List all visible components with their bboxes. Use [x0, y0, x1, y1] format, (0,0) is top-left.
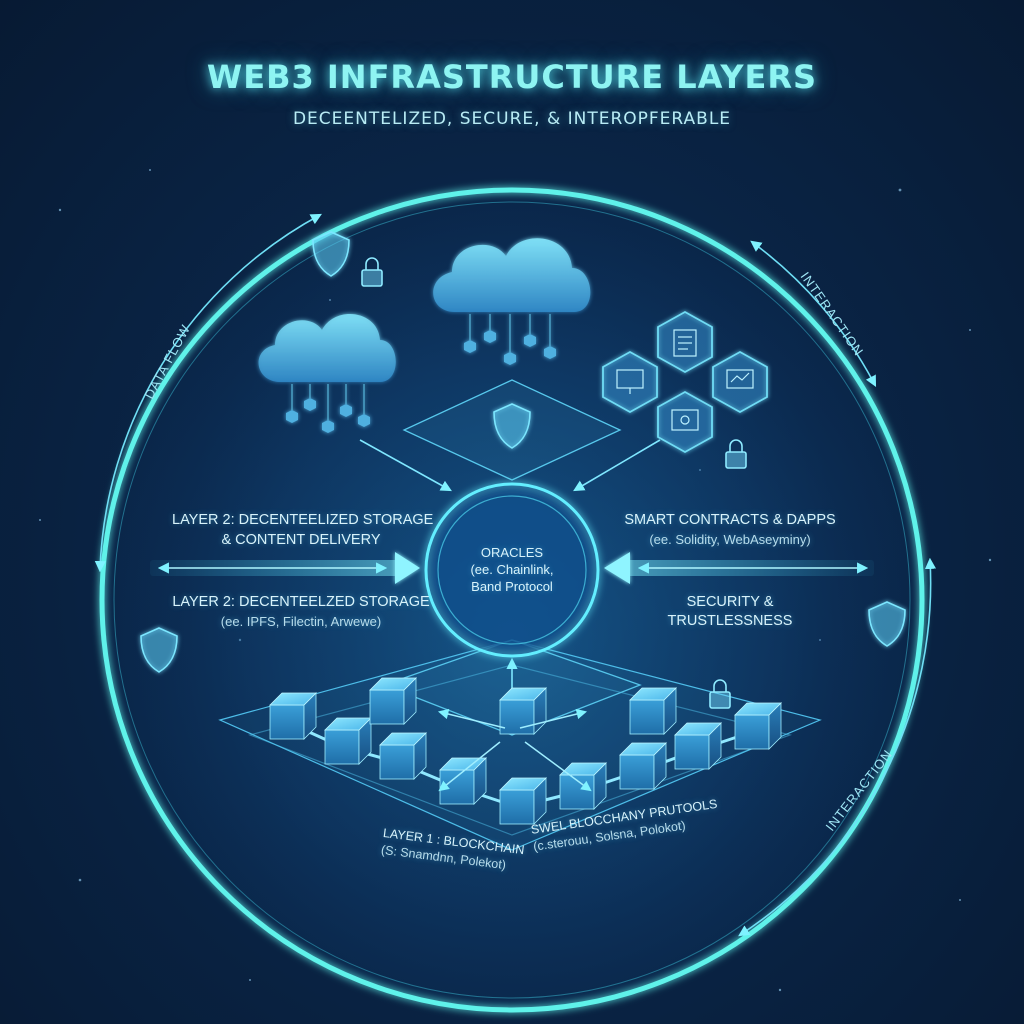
oracles-line2: (ee. Chainlink,	[470, 562, 554, 577]
cube-icon	[674, 722, 722, 770]
cube-icon	[499, 777, 547, 825]
contracts-label: SMART CONTRACTS & DAPPS (ee. Solidity, W…	[600, 512, 860, 547]
cube-icon	[619, 742, 667, 790]
storage-layer-examples: (ee. IPFS, Filectin, Arwewe)	[220, 614, 382, 629]
storage-layer-title-line1: LAYER 2: DECENTEELIZED STORAGE	[172, 512, 434, 528]
interaction-bottom-arc	[738, 557, 937, 937]
cloud-icon-left	[258, 313, 396, 433]
hexagon-icon	[657, 390, 713, 454]
hexagon-icon	[602, 350, 658, 414]
blockchain-cubes	[269, 677, 782, 825]
cube-icon	[369, 677, 417, 725]
cube-icon	[734, 702, 782, 750]
contracts-title: SMART CONTRACTS & DAPPS	[624, 512, 836, 528]
cube-icon	[499, 687, 547, 735]
storage-layer-title-line2: & CONTENT DELIVERY	[221, 532, 381, 548]
cube-icon	[269, 692, 317, 740]
network-arrows	[437, 708, 592, 792]
oracles-line3: Band Protocol	[471, 579, 553, 594]
interaction-top-arc	[750, 240, 877, 387]
security-line1: SECURITY &	[686, 594, 774, 610]
page-subtitle: DECEENTELIZED, SECURE, & INTEROPFERABLE	[292, 109, 732, 129]
security-label: SECURITY & TRUSTLESSNESS	[630, 594, 830, 629]
cube-icon	[379, 732, 427, 780]
storage-layer-detail: LAYER 2: DECENTEELZED STORAGE (ee. IPFS,…	[172, 594, 430, 629]
outer-arrows	[94, 213, 937, 937]
hexagon-glyphs	[616, 329, 754, 431]
cube-icon	[559, 762, 607, 810]
cube-icon	[629, 687, 677, 735]
page-title: WEB3 INFRASTRUCTURE LAYERS	[206, 58, 818, 96]
storage-layer-title: LAYER 2: DECENTEELIZED STORAGE & CONTENT…	[172, 512, 434, 548]
storage-layer-subtitle: LAYER 2: DECENTEELZED STORAGE	[172, 594, 430, 610]
hexagon-icon	[712, 350, 768, 414]
cloud-icon-center	[433, 238, 591, 365]
oracle-core	[424, 482, 600, 658]
oracles-label: ORACLES (ee. Chainlink, Band Protocol	[442, 545, 582, 594]
lock-icon	[361, 257, 747, 709]
cube-icon	[324, 717, 372, 765]
shield-icon	[140, 231, 906, 673]
hexagon-cluster	[602, 310, 768, 454]
data-flow-arc	[94, 213, 322, 573]
data-beams	[150, 552, 874, 584]
contracts-examples: (ee. Solidity, WebAseyminy)	[649, 532, 811, 547]
oracles-line1: ORACLES	[480, 545, 544, 560]
security-line2: TRUSTLESSNESS	[667, 613, 793, 629]
cube-icon	[439, 757, 487, 805]
hexagon-icon	[657, 310, 713, 374]
